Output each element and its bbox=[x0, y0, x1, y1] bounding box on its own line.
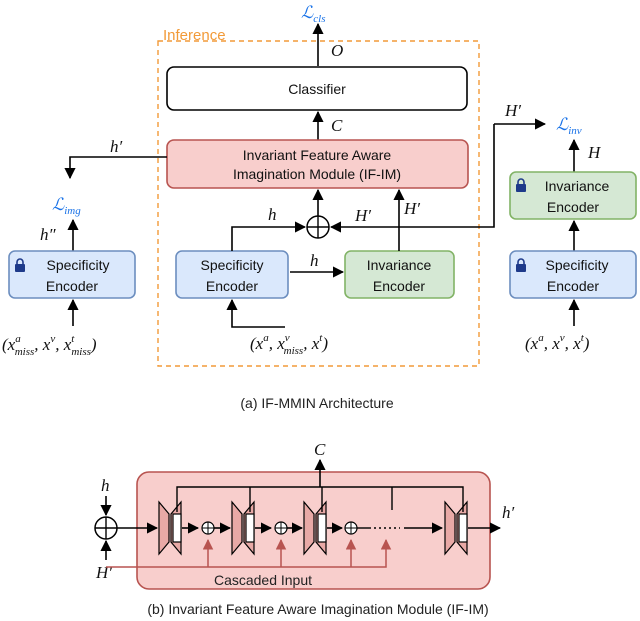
right-invariance-encoder bbox=[509, 171, 637, 220]
inference-label: Inference bbox=[163, 27, 226, 44]
caption-b: (b) Invariant Feature Aware Imagination … bbox=[147, 601, 488, 617]
right-inv-line2: Encoder bbox=[547, 199, 599, 215]
symbol-h-prime-b: h′ bbox=[502, 503, 515, 522]
symbol-H-prime-sum: H′ bbox=[354, 206, 371, 225]
symbol-o: O bbox=[331, 41, 343, 60]
symbol-H: H bbox=[587, 143, 602, 162]
symbol-h-left-sum: h bbox=[268, 205, 277, 224]
right-spec-line1: Specificity bbox=[545, 257, 608, 273]
symbol-h-b: h bbox=[101, 476, 110, 495]
arrow-center-input bbox=[226, 298, 285, 328]
input-right: (xa, xv, xt) bbox=[525, 332, 590, 353]
arrow-h-to-sum bbox=[231, 221, 307, 251]
symbol-c-b: C bbox=[314, 440, 326, 459]
arrow-h-prime-left bbox=[64, 156, 167, 180]
classifier-label: Classifier bbox=[288, 81, 346, 97]
svg-text:ℒcls: ℒcls bbox=[301, 3, 325, 25]
cascaded-label: Cascaded Input bbox=[214, 572, 312, 588]
symbol-h-mid: h bbox=[310, 251, 319, 270]
inference-region bbox=[157, 40, 480, 367]
left-spec-line1: Specificity bbox=[46, 257, 109, 273]
cascaded-input-line bbox=[106, 538, 392, 568]
center-spec-line1: Specificity bbox=[200, 257, 263, 273]
arrow-H-prime-to-sum bbox=[329, 124, 495, 233]
right-spec-line2: Encoder bbox=[547, 278, 599, 294]
loss-inv: ℒinv bbox=[556, 115, 582, 137]
loss-cls: ℒcls bbox=[301, 3, 325, 25]
symbol-h-dprime: h″ bbox=[40, 225, 57, 244]
left-spec-line2: Encoder bbox=[46, 278, 98, 294]
autoencoder-3 bbox=[303, 501, 327, 555]
symbol-H-prime-b: H′ bbox=[95, 563, 112, 582]
right-specificity-encoder bbox=[509, 250, 637, 299]
left-specificity-encoder bbox=[8, 250, 136, 299]
right-inv-line1: Invariance bbox=[545, 178, 610, 194]
center-inv-line2: Encoder bbox=[373, 278, 425, 294]
svg-text:ℒimg: ℒimg bbox=[52, 195, 81, 217]
symbol-h-prime-left: h′ bbox=[110, 137, 123, 156]
loss-img: ℒimg bbox=[52, 195, 81, 217]
center-inv-line1: Invariance bbox=[367, 257, 432, 273]
ifim-box bbox=[166, 139, 469, 189]
autoencoder-2 bbox=[231, 501, 255, 555]
ifim-line1: Invariant Feature Aware bbox=[243, 147, 392, 163]
symbol-H-prime-top: H′ bbox=[504, 101, 521, 120]
center-spec-line2: Encoder bbox=[206, 278, 258, 294]
symbol-H-prime-up: H′ bbox=[403, 199, 420, 218]
symbol-c: C bbox=[331, 116, 343, 135]
classifier-box bbox=[166, 66, 468, 111]
svg-text:ℒinv: ℒinv bbox=[556, 115, 582, 137]
autoencoder-n bbox=[444, 501, 468, 555]
latent-bus bbox=[176, 486, 464, 512]
autoencoder-1 bbox=[158, 501, 182, 555]
ifim-line2: Imagination Module (IF-IM) bbox=[233, 166, 401, 182]
caption-a: (a) IF-MMIN Architecture bbox=[240, 395, 393, 411]
